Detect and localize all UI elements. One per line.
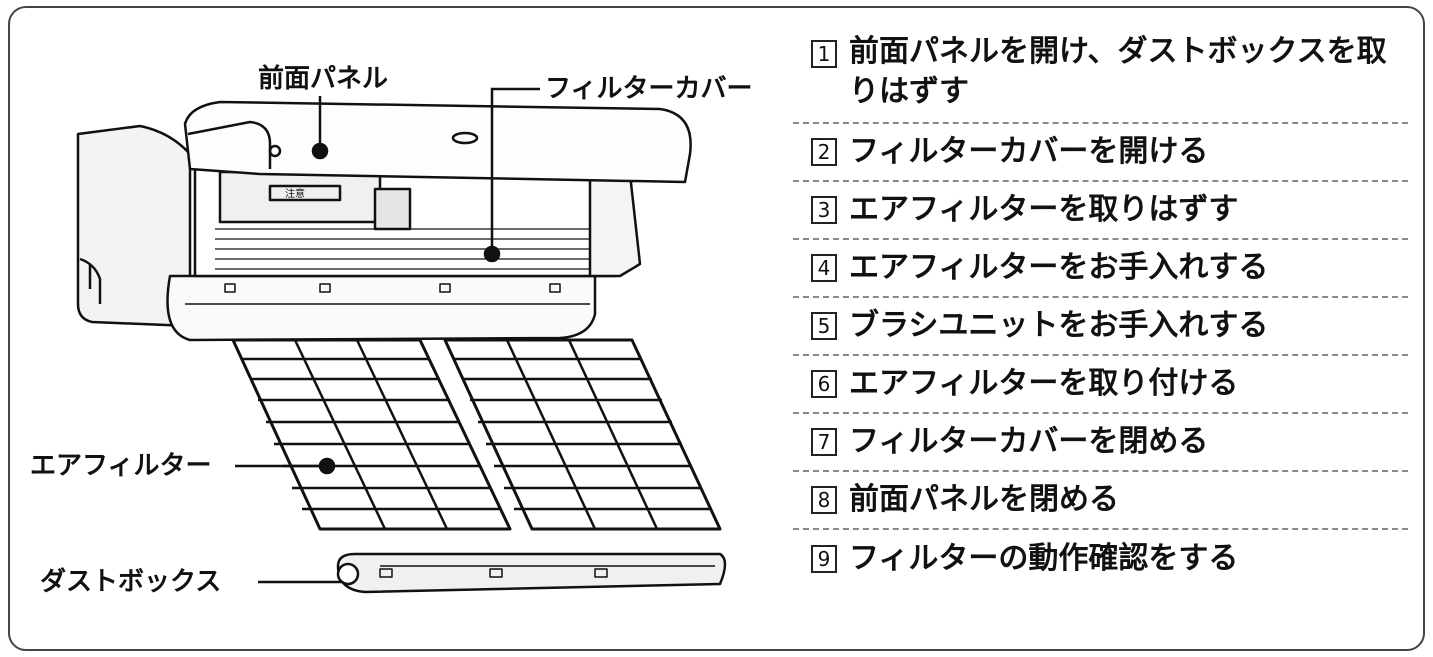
air-filter-right bbox=[443, 338, 722, 531]
step-9: 9 フィルターの動作確認をする bbox=[793, 530, 1408, 588]
step-number: 6 bbox=[811, 370, 837, 398]
front-panel-marker bbox=[311, 142, 329, 160]
air-filter-marker bbox=[318, 457, 336, 475]
front-panel-shape bbox=[183, 100, 692, 184]
caution-sticker-text: 注意 bbox=[285, 187, 305, 200]
aircon-drawing: 注意 bbox=[76, 87, 727, 594]
step-number: 9 bbox=[811, 545, 837, 573]
step-2: 2 フィルターカバーを開ける bbox=[793, 124, 1408, 182]
dust-box-callout: ダストボックス bbox=[40, 567, 222, 597]
steps-list: 1 前面パネルを開け、ダストボックスを取りはずす 2 フィルターカバーを開ける … bbox=[793, 24, 1408, 588]
step-number: 5 bbox=[811, 312, 837, 340]
step-label: ブラシユニットをお手入れする bbox=[849, 308, 1269, 343]
step-label: 前面パネルを閉める bbox=[849, 482, 1119, 517]
step-number: 4 bbox=[811, 254, 837, 282]
step-number: 1 bbox=[811, 40, 837, 68]
outer-frame bbox=[8, 6, 1425, 651]
step-6: 6 エアフィルターを取り付ける bbox=[793, 356, 1408, 414]
filter-cover-marker bbox=[483, 245, 501, 263]
step-label: フィルターの動作確認をする bbox=[849, 541, 1239, 576]
aircon-illustration: 注意 前面パネル フィルターカバー エアフィルター ダストボックス bbox=[20, 14, 780, 644]
step-number: 2 bbox=[811, 138, 837, 166]
step-number: 8 bbox=[811, 486, 837, 514]
filter-cover-callout: フィルターカバー bbox=[545, 74, 753, 104]
front-panel-callout: 前面パネル bbox=[258, 64, 389, 94]
step-5: 5 ブラシユニットをお手入れする bbox=[793, 298, 1408, 356]
step-7: 7 フィルターカバーを閉める bbox=[793, 414, 1408, 472]
step-number: 7 bbox=[811, 428, 837, 456]
step-label: フィルターカバーを閉める bbox=[849, 424, 1209, 459]
step-label: エアフィルターを取りはずす bbox=[849, 192, 1239, 227]
step-1: 1 前面パネルを開け、ダストボックスを取りはずす bbox=[793, 24, 1408, 124]
step-label: エアフィルターを取り付ける bbox=[849, 366, 1239, 401]
step-label: エアフィルターをお手入れする bbox=[849, 250, 1269, 285]
step-label: フィルターカバーを開ける bbox=[849, 134, 1209, 169]
step-8: 8 前面パネルを閉める bbox=[793, 472, 1408, 530]
step-4: 4 エアフィルターをお手入れする bbox=[793, 240, 1408, 298]
step-number: 3 bbox=[811, 196, 837, 224]
step-label: 前面パネルを開け、ダストボックスを取りはずす bbox=[849, 34, 1387, 109]
air-filter-callout: エアフィルター bbox=[30, 451, 212, 481]
dust-box-shape bbox=[336, 552, 727, 594]
step-3: 3 エアフィルターを取りはずす bbox=[793, 182, 1408, 240]
unit-lower-body bbox=[166, 274, 597, 342]
